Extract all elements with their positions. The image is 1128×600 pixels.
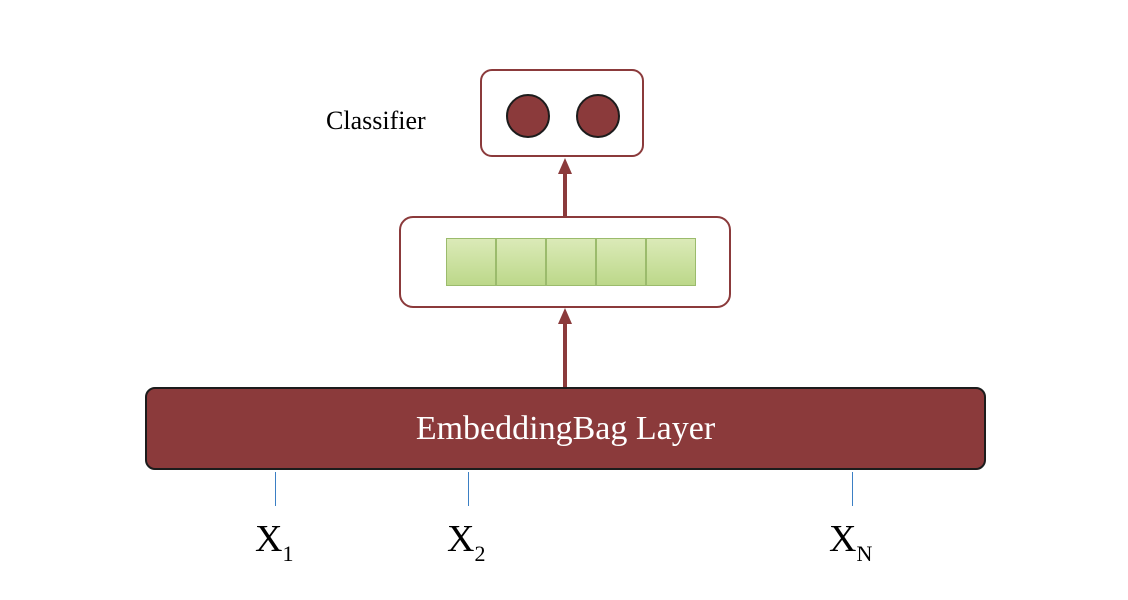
input-line-2 bbox=[468, 472, 469, 506]
vector-cell bbox=[546, 238, 596, 286]
vector-cell bbox=[446, 238, 496, 286]
vector-cell bbox=[596, 238, 646, 286]
vector-cell bbox=[646, 238, 696, 286]
output-neuron-2 bbox=[576, 94, 620, 138]
vector-cell bbox=[496, 238, 546, 286]
embeddingbag-layer-label: EmbeddingBag Layer bbox=[415, 409, 716, 447]
input-label-sub: 2 bbox=[474, 541, 486, 566]
output-neuron-1 bbox=[506, 94, 550, 138]
arrow-vector-to-classifier bbox=[558, 158, 572, 217]
input-label-sub: 1 bbox=[282, 541, 294, 566]
input-label-x2: X2 bbox=[447, 520, 485, 565]
embeddingbag-layer: EmbeddingBag Layer bbox=[145, 387, 986, 470]
arrow-embed-to-vector bbox=[558, 308, 572, 388]
input-label-sub: N bbox=[856, 541, 873, 566]
input-line-1 bbox=[275, 472, 276, 506]
classifier-label: Classifier bbox=[326, 106, 426, 135]
hidden-vector bbox=[446, 238, 696, 286]
input-label-x1: X1 bbox=[255, 520, 293, 565]
input-label-xn: XN bbox=[829, 520, 872, 565]
input-line-n bbox=[852, 472, 853, 506]
input-label-base: X bbox=[255, 518, 283, 560]
input-label-base: X bbox=[829, 518, 857, 560]
input-label-base: X bbox=[447, 518, 475, 560]
